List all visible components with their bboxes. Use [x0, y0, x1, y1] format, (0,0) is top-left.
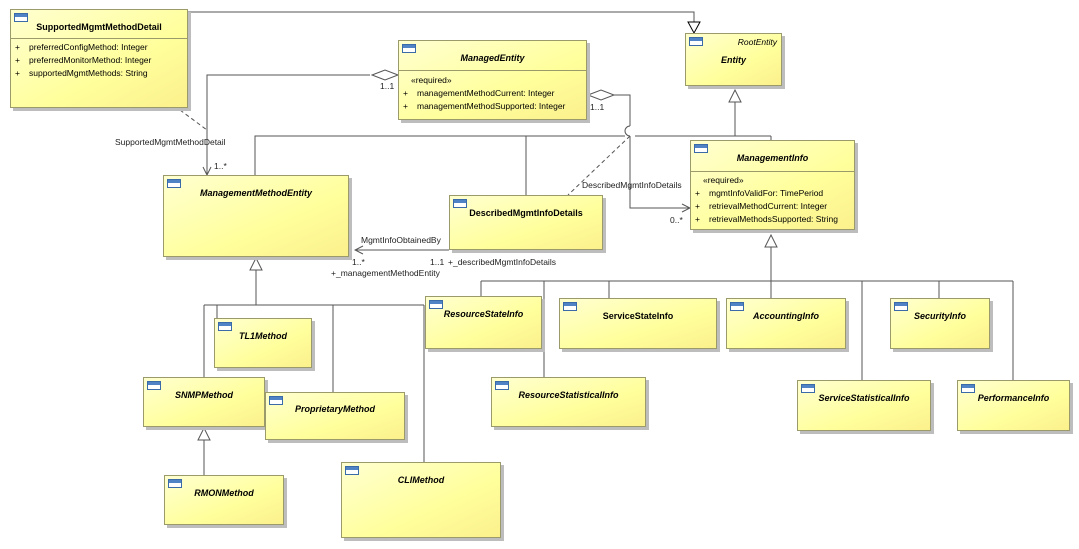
class-service-state-info[interactable]: ServiceStateInfo	[559, 298, 717, 349]
attribute-row: +managementMethodSupported: Integer	[403, 101, 566, 111]
gen-arrow-method-entity	[249, 256, 263, 271]
class-resource-state-info[interactable]: ResourceStateInfo	[425, 296, 542, 349]
role-label-method-entity: +_managementMethodEntity	[331, 268, 440, 278]
gen-supported-to-entity	[188, 11, 695, 22]
attribute-row: +supportedMgmtMethods: String	[15, 68, 148, 78]
class-proprietary-method[interactable]: ProprietaryMethod	[265, 392, 405, 440]
class-management-method-entity[interactable]: ManagementMethodEntity	[163, 175, 349, 257]
multiplicity-label: 1..1	[430, 257, 445, 267]
class-icon	[429, 300, 443, 309]
class-name: ProprietaryMethod	[294, 404, 375, 414]
class-name: DescribedMgmtInfoDetails	[469, 208, 583, 218]
class-icon	[961, 384, 975, 393]
assoc-managed-info	[614, 94, 631, 126]
assoc-managed-method	[207, 74, 370, 175]
class-snmp-method[interactable]: SNMPMethod	[143, 377, 265, 427]
class-name: SecurityInfo	[913, 311, 966, 321]
attribute-row: +retrievalMethodsSupported: String	[695, 214, 838, 224]
class-name: ManagementInfo	[736, 153, 809, 163]
class-described-mgmt-info-details[interactable]: DescribedMgmtInfoDetails	[449, 195, 603, 250]
root-entity-tag: RootEntity	[737, 37, 777, 47]
class-name: Entity	[720, 55, 746, 65]
class-service-statistical-info[interactable]: ServiceStatisticalInfo	[797, 380, 931, 431]
class-icon	[801, 384, 815, 393]
assoc-managed-info-hop	[624, 125, 631, 137]
assoc-label-described: DescribedMgmtInfoDetails	[582, 180, 682, 190]
aggregation-diamond-managed-right	[586, 89, 616, 101]
class-icon	[563, 302, 577, 311]
role-label-described: +_describedMgmtInfoDetails	[448, 257, 556, 267]
assoc-class-link-described	[567, 135, 631, 196]
compartment-divider	[399, 70, 586, 71]
multiplicity-label: 1..*	[352, 257, 365, 267]
class-icon	[269, 396, 283, 405]
class-management-info[interactable]: ManagementInfo «required» +mgmtInfoValid…	[690, 140, 855, 230]
class-resource-statistical-info[interactable]: ResourceStatisticalInfo	[491, 377, 646, 427]
class-icon	[345, 466, 359, 475]
class-name: ResourceStateInfo	[443, 309, 524, 319]
assoc-label-obtained-by: MgmtInfoObtainedBy	[361, 235, 441, 245]
class-managed-entity[interactable]: ManagedEntity «required» +managementMeth…	[398, 40, 587, 120]
class-performance-info[interactable]: PerformanceInfo	[957, 380, 1070, 431]
class-name: ManagementMethodEntity	[199, 188, 312, 198]
class-name: ResourceStatisticalInfo	[518, 390, 619, 400]
class-icon	[14, 13, 28, 22]
compartment-divider	[11, 38, 187, 39]
class-name: AccountingInfo	[753, 311, 819, 321]
attribute-row: +preferredConfigMethod: Integer	[15, 42, 148, 52]
class-icon	[689, 37, 703, 46]
class-icon	[453, 199, 467, 208]
multiplicity-label: 1..1	[590, 102, 605, 112]
gen-arrow-management-info	[764, 233, 778, 248]
class-accounting-info[interactable]: AccountingInfo	[726, 298, 846, 349]
class-security-info[interactable]: SecurityInfo	[890, 298, 990, 349]
class-icon	[730, 302, 744, 311]
class-name: SNMPMethod	[175, 390, 233, 400]
compartment-divider	[691, 171, 854, 172]
class-name: TL1Method	[239, 331, 287, 341]
class-entity[interactable]: RootEntity Entity	[685, 33, 782, 86]
attribute-row: +mgmtInfoValidFor: TimePeriod	[695, 188, 824, 198]
class-icon	[402, 44, 416, 53]
class-icon	[894, 302, 908, 311]
class-icon	[147, 381, 161, 390]
class-cli-method[interactable]: CLIMethod	[341, 462, 501, 538]
multiplicity-label: 1..*	[214, 161, 227, 171]
gen-bus-top	[254, 135, 625, 175]
multiplicity-label: 1..1	[380, 81, 395, 91]
assoc-class-link-supported	[179, 109, 208, 131]
class-name: ServiceStateInfo	[602, 311, 674, 321]
attribute-list: +preferredConfigMethod: Integer +preferr…	[15, 41, 185, 80]
class-name: ServiceStatisticalInfo	[818, 393, 910, 403]
class-rmon-method[interactable]: RMONMethod	[164, 475, 284, 525]
class-name: ManagedEntity	[460, 53, 525, 63]
attribute-row: +managementMethodCurrent: Integer	[403, 88, 555, 98]
attribute-row: +preferredMonitorMethod: Integer	[15, 55, 152, 65]
attribute-list: «required» +managementMethodCurrent: Int…	[403, 74, 584, 113]
gen-arrow-entity-top	[687, 21, 701, 35]
class-icon	[694, 144, 708, 153]
class-supported-mgmt-method-detail[interactable]: SupportedMgmtMethodDetail +preferredConf…	[10, 9, 188, 108]
class-icon	[168, 479, 182, 488]
aggregation-diamond-managed-left	[370, 69, 400, 81]
multiplicity-label: 0..*	[670, 215, 683, 225]
assoc-label-supported-detail: SupportedMgmtMethodDetail	[115, 137, 226, 147]
class-tl1-method[interactable]: TL1Method	[214, 318, 312, 368]
class-name: SupportedMgmtMethodDetail	[36, 22, 162, 32]
stereotype: «required»	[411, 75, 452, 85]
class-name: PerformanceInfo	[977, 393, 1050, 403]
gen-arrow-entity-bottom	[728, 88, 742, 103]
assoc-managed-info-b	[629, 136, 690, 208]
attribute-list: «required» +mgmtInfoValidFor: TimePeriod…	[695, 174, 852, 226]
class-icon	[218, 322, 232, 331]
class-icon	[495, 381, 509, 390]
gen-arrow-snmp	[197, 426, 211, 441]
class-name: RMONMethod	[194, 488, 254, 498]
class-name: CLIMethod	[397, 475, 445, 485]
attribute-row: +retrievalMethodCurrent: Integer	[695, 201, 828, 211]
class-icon	[167, 179, 181, 188]
stereotype: «required»	[703, 175, 744, 185]
